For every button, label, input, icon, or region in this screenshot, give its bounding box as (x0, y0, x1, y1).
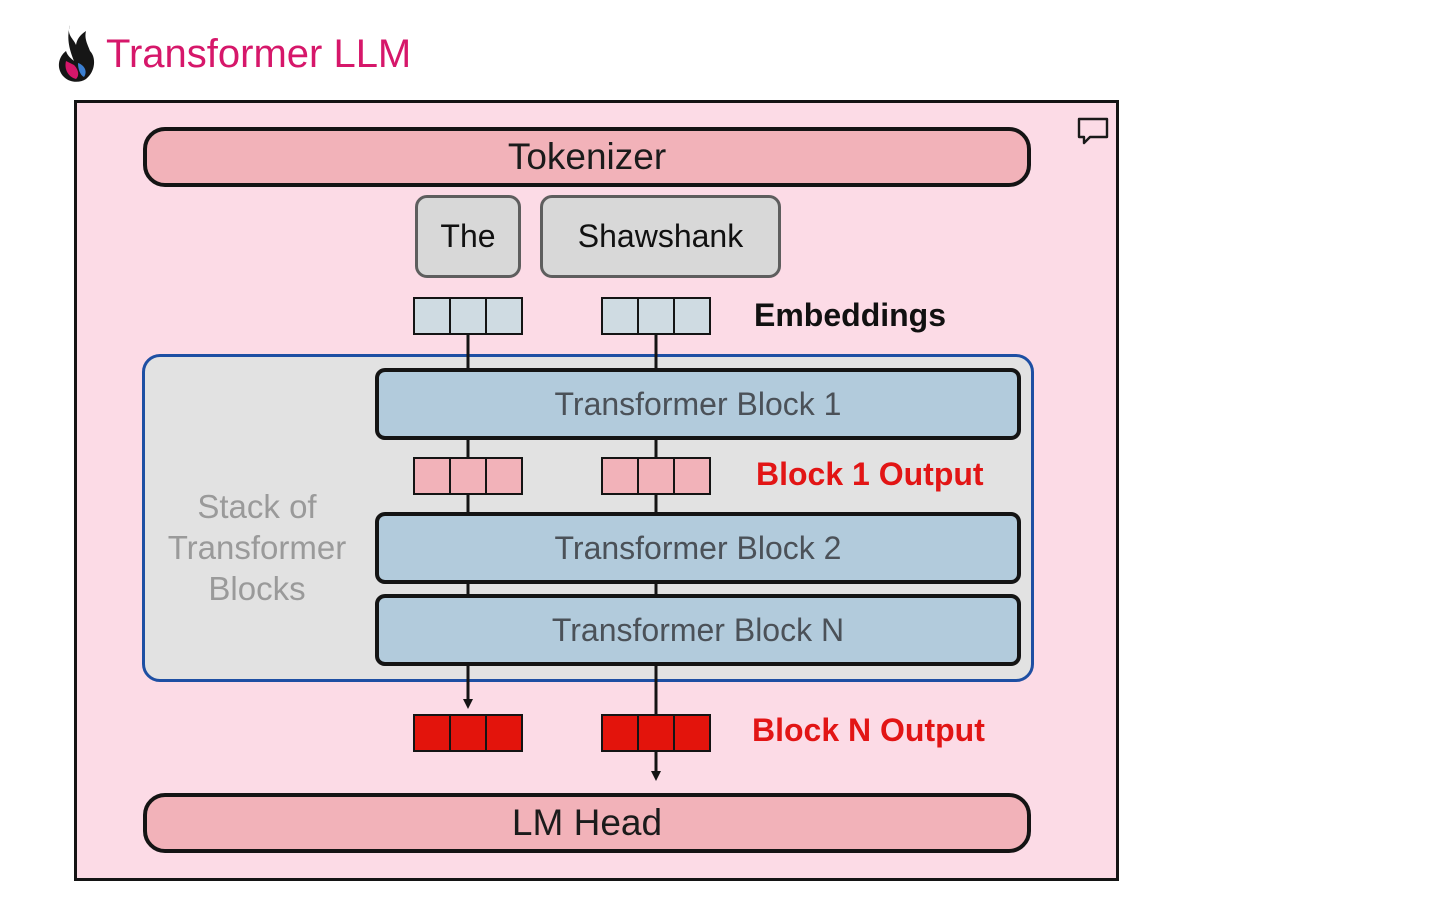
token-label: The (440, 218, 496, 254)
block1-output-vector (601, 457, 711, 495)
block1-output-vector (413, 457, 523, 495)
transformer-block-1: Transformer Block 1 (375, 368, 1021, 440)
flame-logo-icon (58, 25, 95, 82)
transformer-block-n: Transformer Block N (375, 594, 1021, 666)
blockN-output-label: Block N Output (752, 712, 985, 748)
comment-icon[interactable] (1076, 116, 1110, 146)
lm-head-box: LM Head (143, 793, 1031, 853)
tokenizer-box: Tokenizer (143, 127, 1031, 187)
embedding-vector (413, 297, 523, 335)
block-label: Transformer Block N (551, 611, 845, 648)
page-title: Transformer LLM (106, 31, 412, 76)
transformer-block-2: Transformer Block 2 (375, 512, 1021, 584)
token-shawshank: Shawshank (540, 195, 781, 278)
block-label: Transformer Block 2 (554, 529, 842, 566)
lm-head-label: LM Head (511, 802, 663, 843)
embedding-vector (601, 297, 711, 335)
embeddings-label: Embeddings (754, 297, 947, 333)
token-label: Shawshank (577, 218, 744, 254)
blockN-output-vector (413, 714, 523, 752)
tokenizer-label: Tokenizer (507, 136, 667, 177)
token-the: The (415, 195, 521, 278)
block-label: Transformer Block 1 (554, 385, 842, 422)
header: Transformer LLM (56, 22, 411, 86)
block1-output-label: Block 1 Output (756, 456, 984, 492)
blockN-output-vector (601, 714, 711, 752)
stack-label: Stack of Transformer Blocks (167, 488, 347, 607)
